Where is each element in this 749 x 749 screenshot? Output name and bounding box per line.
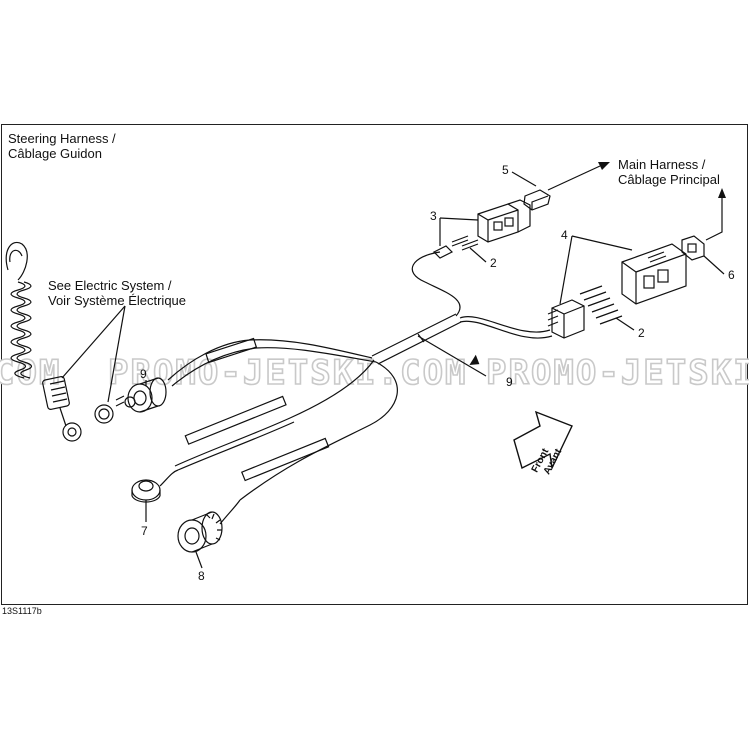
connector-4 bbox=[621, 243, 687, 305]
wire-to-button-7 bbox=[174, 359, 375, 467]
title-line-2: Câblage Guidon bbox=[8, 146, 102, 161]
button-7-sheath bbox=[184, 395, 287, 445]
figure-code: 13S1117b bbox=[2, 606, 42, 616]
wire-to-connector-3 bbox=[411, 251, 461, 317]
part-number-2b: 2 bbox=[638, 326, 645, 340]
leader-4-housing bbox=[559, 235, 573, 305]
main-harness-line-1: Main Harness / bbox=[618, 157, 706, 172]
wire-to-connector-4 bbox=[459, 316, 551, 333]
safety-lanyard bbox=[5, 241, 114, 442]
arrowhead-main-harness-right bbox=[718, 188, 726, 198]
leader-2b bbox=[615, 317, 635, 331]
leader-4-top bbox=[571, 235, 633, 251]
leader-9b bbox=[417, 335, 487, 377]
part-number-5: 5 bbox=[502, 163, 509, 177]
part-number-4: 4 bbox=[561, 228, 568, 242]
part-number-6: 6 bbox=[728, 268, 735, 282]
clip-5 bbox=[523, 189, 551, 211]
part-number-8: 8 bbox=[198, 569, 205, 583]
leader-3-top bbox=[439, 217, 479, 221]
part-number-7: 7 bbox=[141, 524, 148, 538]
callout-line-key bbox=[107, 305, 126, 403]
leader-5 bbox=[511, 171, 537, 187]
connector-3 bbox=[477, 199, 531, 243]
arrowhead-main-harness bbox=[598, 162, 610, 170]
part-number-2a: 2 bbox=[490, 256, 497, 270]
switch-9-sheath bbox=[205, 337, 258, 364]
terminal-pins-2b bbox=[579, 285, 623, 325]
connector-4-housing bbox=[547, 299, 585, 339]
electric-system-line-1: See Electric System / bbox=[48, 278, 172, 293]
lock-6 bbox=[681, 235, 705, 261]
leader-2a bbox=[469, 247, 487, 263]
switch-9 bbox=[115, 377, 167, 413]
connector-8 bbox=[177, 499, 241, 553]
main-harness-line-right bbox=[705, 196, 723, 241]
main-harness-line-2: Câblage Principal bbox=[618, 172, 720, 187]
callout-line-lanyard bbox=[61, 305, 126, 379]
front-arrow: Front Avant bbox=[513, 410, 573, 477]
trunk-sheath bbox=[371, 313, 462, 365]
button-7 bbox=[131, 469, 179, 503]
leader-6 bbox=[703, 255, 725, 275]
connector-8-sheath bbox=[240, 437, 330, 482]
main-harness-line bbox=[547, 165, 601, 191]
leader-8 bbox=[195, 551, 203, 569]
lanyard-coil bbox=[10, 281, 33, 379]
terminal-pins-2a bbox=[451, 235, 479, 251]
part-number-3: 3 bbox=[430, 209, 437, 223]
part-number-9a: 9 bbox=[140, 367, 147, 381]
diagram-frame bbox=[1, 124, 748, 605]
part-number-9b: 9 bbox=[506, 375, 513, 389]
wire-to-switch-9 bbox=[167, 339, 373, 381]
lock-3 bbox=[432, 245, 454, 259]
arrowhead-9b bbox=[469, 354, 480, 365]
electric-system-line-2: Voir Système Électrique bbox=[48, 293, 187, 308]
wire-to-connector-8 bbox=[239, 361, 398, 501]
title-line-1: Steering Harness / bbox=[8, 131, 116, 146]
